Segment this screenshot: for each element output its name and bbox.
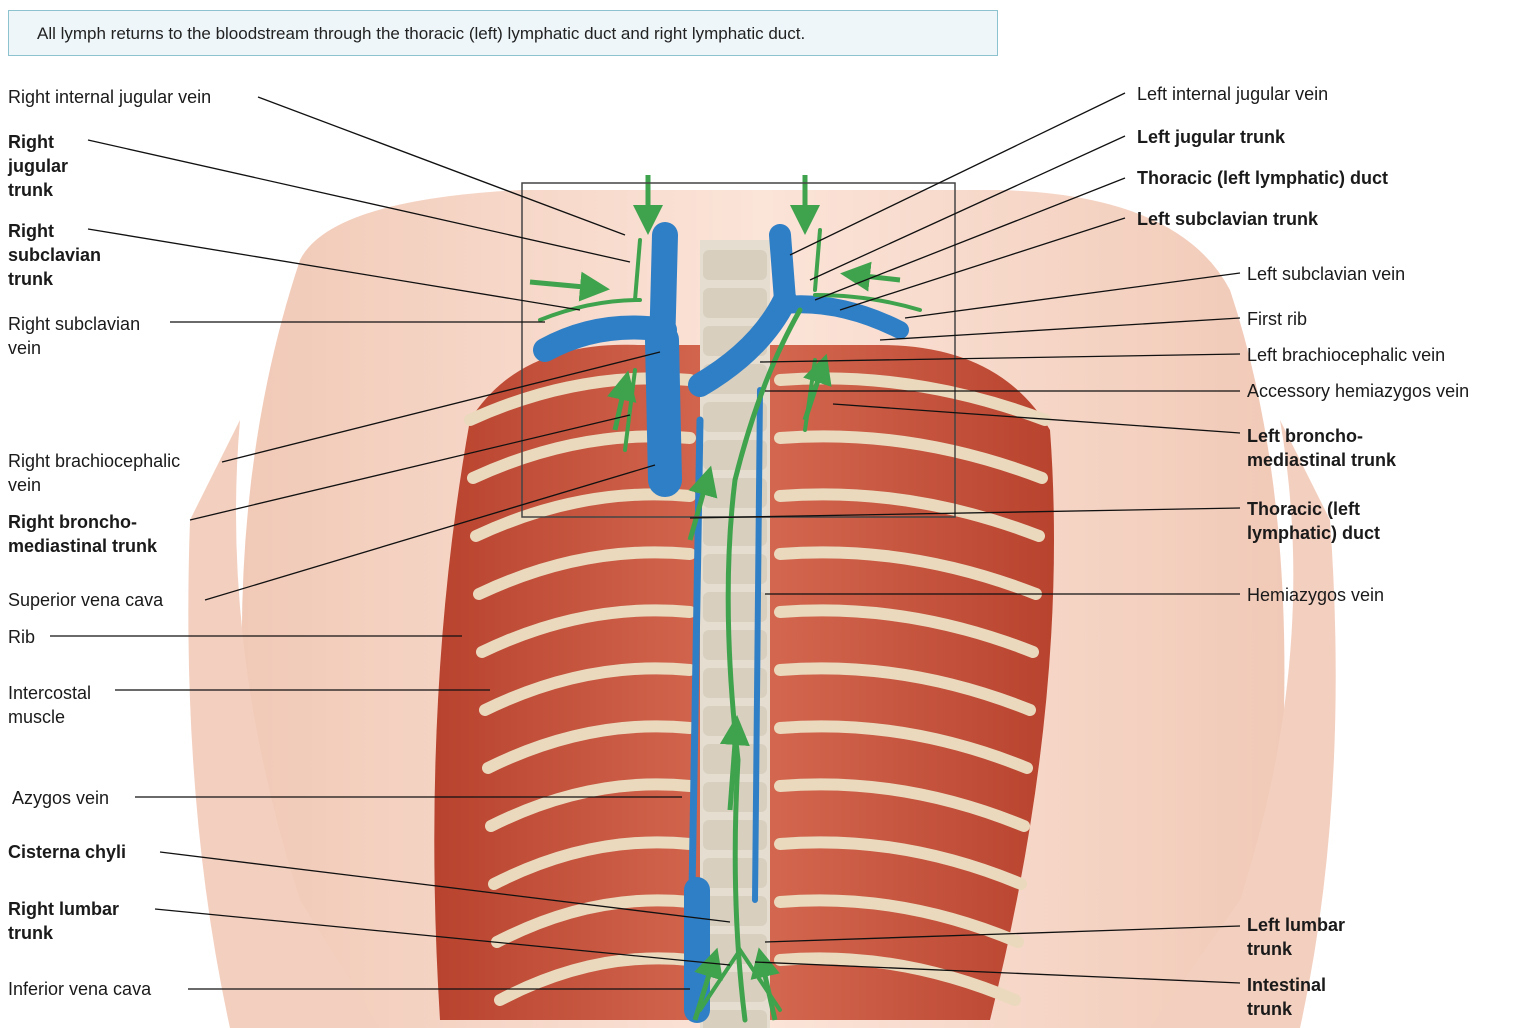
label-left-brachiocephalic-vein: Left brachiocephalic vein	[1247, 343, 1445, 367]
label-first-rib: First rib	[1247, 307, 1307, 331]
label-left-subclavian-trunk: Left subclavian trunk	[1137, 207, 1318, 231]
label-cisterna-chyli: Cisterna chyli	[8, 840, 126, 864]
label-right-jugular-trunk: Right jugular trunk	[8, 130, 68, 202]
label-right-lumbar-trunk: Right lumbar trunk	[8, 897, 119, 945]
label-right-internal-jugular-vein: Right internal jugular vein	[8, 85, 211, 109]
label-accessory-hemiazygos-vein: Accessory hemiazygos vein	[1247, 379, 1469, 403]
label-right-subclavian-vein: Right subclavian vein	[8, 312, 140, 360]
label-azygos-vein: Azygos vein	[12, 786, 109, 810]
vertebra-shape	[703, 288, 767, 318]
label-right-bronchomediastinal-trunk: Right broncho- mediastinal trunk	[8, 510, 157, 558]
label-intestinal-trunk: Intestinal trunk	[1247, 973, 1326, 1021]
label-right-brachiocephalic-vein: Right brachiocephalic vein	[8, 449, 180, 497]
label-thoracic-duct: Thoracic (left lymphatic) duct	[1247, 497, 1380, 545]
label-hemiazygos-vein: Hemiazygos vein	[1247, 583, 1384, 607]
label-inferior-vena-cava: Inferior vena cava	[8, 977, 151, 1001]
label-right-subclavian-trunk: Right subclavian trunk	[8, 219, 101, 291]
label-superior-vena-cava: Superior vena cava	[8, 588, 163, 612]
label-rib: Rib	[8, 625, 35, 649]
label-left-subclavian-vein: Left subclavian vein	[1247, 262, 1405, 286]
label-left-jugular-trunk: Left jugular trunk	[1137, 125, 1285, 149]
superior-vena-cava-shape	[662, 340, 665, 480]
label-thoracic-duct-top: Thoracic (left lymphatic) duct	[1137, 166, 1388, 190]
label-intercostal-muscle: Intercostal muscle	[8, 681, 91, 729]
label-left-internal-jugular-vein: Left internal jugular vein	[1137, 82, 1328, 106]
label-left-bronchomediastinal-trunk: Left broncho- mediastinal trunk	[1247, 424, 1396, 472]
vertebra-shape	[703, 250, 767, 280]
vertebra-shape	[703, 1010, 767, 1028]
label-left-lumbar-trunk: Left lumbar trunk	[1247, 913, 1345, 961]
